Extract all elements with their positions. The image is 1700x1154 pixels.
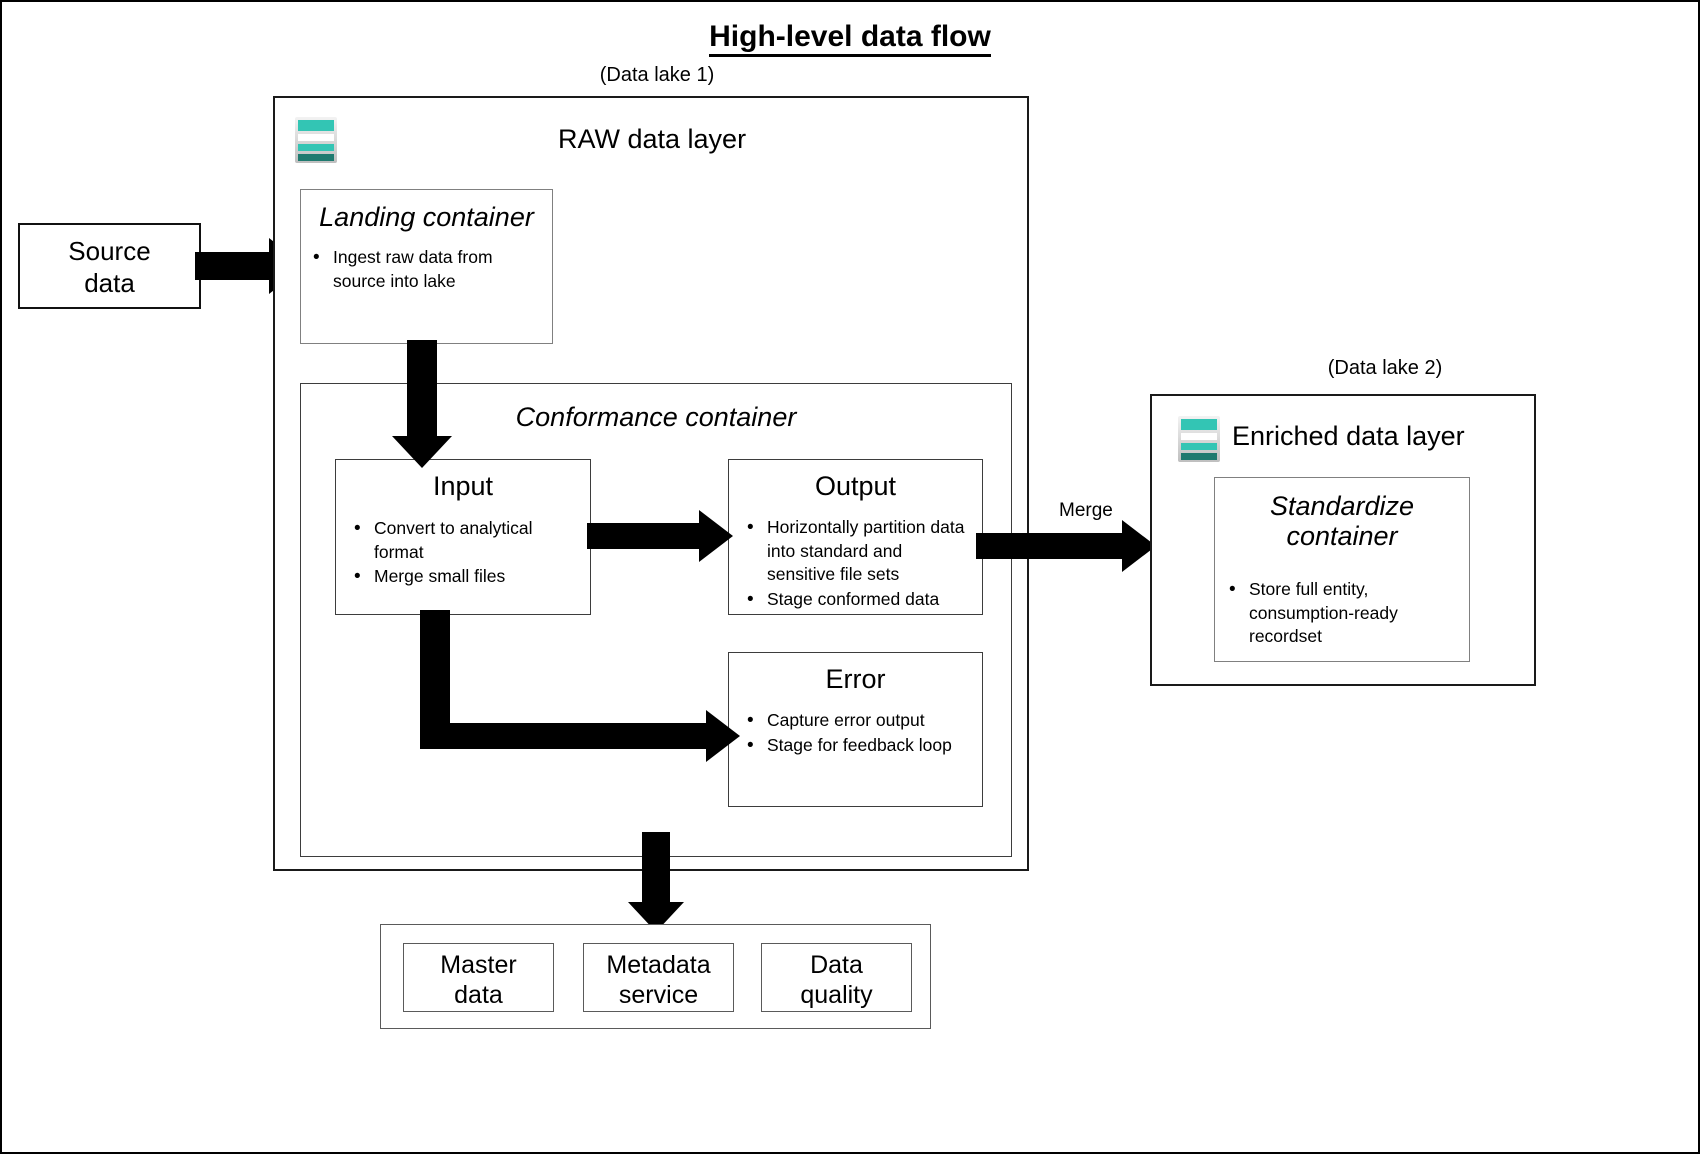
input-bullet: Merge small files (350, 564, 576, 589)
service-label-line-1: Master (440, 951, 517, 979)
conformance-container-title: Conformance container (515, 402, 797, 432)
page-title-text: High-level data flow (709, 20, 991, 57)
error-bullet: Capture error output (743, 708, 971, 733)
data-lake-icon (1178, 416, 1220, 462)
service-label-line-2: quality (800, 980, 873, 1009)
standardize-title-line-1: Standardize (1269, 491, 1415, 521)
arrow-landing-to-input (392, 340, 452, 468)
error-title: Error (825, 664, 886, 694)
standardize-title-line-2: container (1286, 521, 1398, 552)
enriched-data-layer-container: Enriched data layer Standardize containe… (1150, 394, 1536, 686)
arrow-raw-to-services (628, 832, 684, 932)
data-lake-icon (295, 117, 337, 163)
output-bullet: Stage conformed data (743, 587, 971, 612)
input-box[interactable]: Input Convert to analytical format Merge… (335, 459, 591, 615)
standardize-container-box[interactable]: Standardize container Store full entity,… (1214, 477, 1470, 662)
service-label-line-1: Data (810, 951, 863, 979)
error-box[interactable]: Error Capture error output Stage for fee… (728, 652, 983, 807)
arrow-merge-to-enriched (976, 520, 1156, 572)
standardize-bullet: Store full entity, consumption-ready rec… (1225, 577, 1455, 649)
landing-container-title: Landing container (319, 202, 534, 232)
error-bullet: Stage for feedback loop (743, 733, 971, 758)
caption-data-lake-2: (Data lake 2) (1327, 357, 1443, 379)
page-title: High-level data flow (2, 20, 1698, 57)
source-data-line-2: data (84, 267, 135, 298)
caption-data-lake-1: (Data lake 1) (599, 64, 715, 86)
service-box-master-data[interactable]: Master data (403, 943, 554, 1012)
services-container: Master data Metadata service Data qualit… (380, 924, 931, 1029)
raw-data-layer-title: RAW data layer (558, 124, 747, 154)
arrow-input-to-output (587, 510, 733, 562)
input-title: Input (432, 471, 494, 501)
landing-bullet: Ingest raw data from source into lake (309, 245, 534, 293)
service-label-line-2: data (454, 980, 503, 1009)
source-data-line-1: Source (68, 236, 151, 266)
service-box-data-quality[interactable]: Data quality (761, 943, 912, 1012)
source-data-box[interactable]: Source data (18, 223, 201, 309)
service-label-line-2: service (618, 980, 699, 1009)
landing-container-box[interactable]: Landing container Ingest raw data from s… (300, 189, 553, 344)
input-bullet: Convert to analytical format (350, 516, 576, 564)
enriched-data-layer-title: Enriched data layer (1232, 421, 1465, 451)
merge-label: Merge (1059, 500, 1113, 521)
arrow-input-to-error (420, 610, 740, 765)
service-box-metadata-service[interactable]: Metadata service (583, 943, 734, 1012)
output-box[interactable]: Output Horizontally partition data into … (728, 459, 983, 615)
service-label-line-1: Metadata (606, 951, 711, 979)
output-title: Output (814, 471, 897, 501)
output-bullet: Horizontally partition data into standar… (743, 515, 971, 587)
